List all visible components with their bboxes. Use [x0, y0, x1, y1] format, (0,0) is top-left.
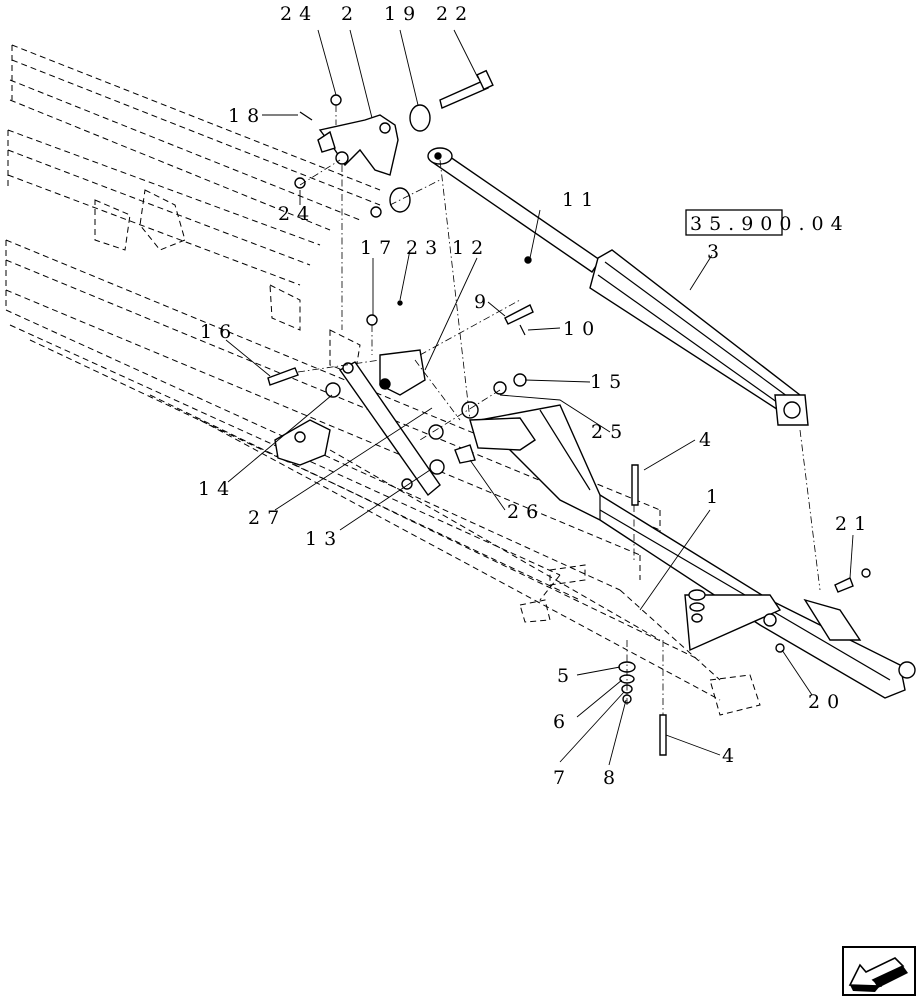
callout-27: 27	[248, 507, 286, 529]
reference-link[interactable]: 35.900.04	[685, 209, 850, 236]
hitch-bracket	[454, 401, 536, 464]
callout-18: 18	[228, 105, 266, 127]
reference-box	[685, 209, 783, 236]
callout-6: 6	[553, 711, 572, 733]
callout-12: 12	[452, 237, 490, 259]
callout-24-upper: 24	[280, 3, 318, 25]
callout-3: 3	[707, 241, 726, 263]
callout-23: 23	[406, 237, 444, 259]
callout-2: 2	[341, 3, 360, 25]
main-arm	[478, 404, 916, 699]
callout-14: 14	[198, 478, 236, 500]
callout-16: 16	[200, 321, 238, 343]
upper-bracket	[317, 114, 399, 176]
reference-number[interactable]: 35.900.04	[690, 213, 850, 235]
callout-24-lower: 24	[278, 203, 316, 225]
hydraulic-cylinder	[427, 147, 809, 426]
callout-4-upper: 4	[699, 429, 718, 451]
back-navigation-button[interactable]	[842, 946, 916, 996]
pivot-bracket	[379, 349, 426, 396]
callout-15: 15	[590, 371, 628, 393]
callout-10: 10	[563, 318, 601, 340]
hardware	[267, 69, 871, 756]
callout-21: 21	[835, 513, 873, 535]
callout-5: 5	[557, 665, 576, 687]
callout-20: 20	[808, 691, 846, 713]
callout-4-lower: 4	[722, 745, 741, 767]
callout-19: 19	[384, 3, 422, 25]
callout-7: 7	[553, 767, 572, 789]
leader-lines	[225, 29, 854, 766]
callout-25: 25	[591, 421, 629, 443]
callout-22: 22	[436, 3, 474, 25]
callout-labels: 24 2 19 22 18 24 11 3 17 23 12 9 10 16 1…	[198, 3, 873, 789]
callout-11: 11	[562, 189, 600, 211]
lower-mount	[274, 419, 331, 466]
callout-1: 1	[706, 486, 725, 508]
callout-9: 9	[474, 291, 493, 313]
callout-13: 13	[305, 528, 343, 550]
callout-26: 26	[507, 501, 545, 523]
callout-8: 8	[603, 767, 622, 789]
callout-17: 17	[360, 237, 398, 259]
arrow-back-icon	[848, 957, 908, 992]
link-bar	[338, 361, 441, 497]
